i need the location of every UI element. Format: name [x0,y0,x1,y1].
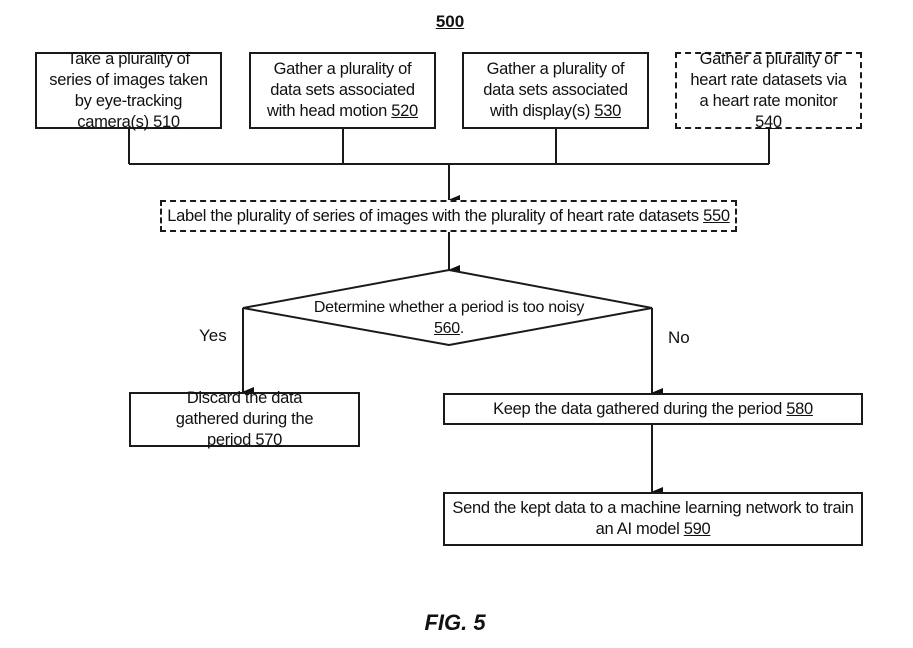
branch-no-label: No [668,328,690,347]
step-590-box: Send the kept data to a machine learning… [443,492,863,546]
step-590-ref: 590 [683,520,711,538]
step-540-ref: 540 [755,112,782,131]
step-560-suffix: . [459,320,464,337]
step-510-ref: 510 [153,112,180,131]
step-530-ref: 530 [594,102,621,120]
step-530-box: Gather a plurality of data sets associat… [462,52,649,129]
decision-diamond-560 [242,268,653,347]
step-520-ref: 520 [391,102,418,120]
step-510-text: Take a plurality of series of images tak… [49,49,208,131]
step-560-text: Determine whether a period is too noisy [313,299,585,316]
step-570-text: Discard the data gathered during the per… [175,389,314,449]
figure-number: 500 [435,12,465,31]
step-570-ref: 570 [255,431,282,449]
step-550-ref: 550 [703,206,730,225]
step-580-box: Keep the data gathered during the period… [443,393,863,425]
step-510-box: Take a plurality of series of images tak… [35,49,222,131]
step-540-box: Gather a plurality of heart rate dataset… [675,49,862,131]
step-550-box: Label the plurality of series of images … [160,200,737,232]
step-590-text: Send the kept data to a machine learning… [452,499,854,538]
step-580-text: Keep the data gathered during the period [493,399,782,418]
branch-yes-label: Yes [199,326,227,345]
step-570-box: Discard the data gathered during the per… [129,389,360,449]
step-540-text: Gather a plurality of heart rate dataset… [690,49,847,110]
step-520-box: Gather a plurality of data sets associat… [249,52,436,129]
step-560-label: Determine whether a period is too noisy … [290,297,608,339]
figure-caption: FIG. 5 [424,610,486,635]
step-550-text: Label the plurality of series of images … [167,206,699,225]
step-530-text: Gather a plurality of data sets associat… [483,60,628,120]
step-580-ref: 580 [786,399,813,418]
step-560-ref: 560 [434,320,460,337]
step-520-text: Gather a plurality of data sets associat… [267,60,415,120]
